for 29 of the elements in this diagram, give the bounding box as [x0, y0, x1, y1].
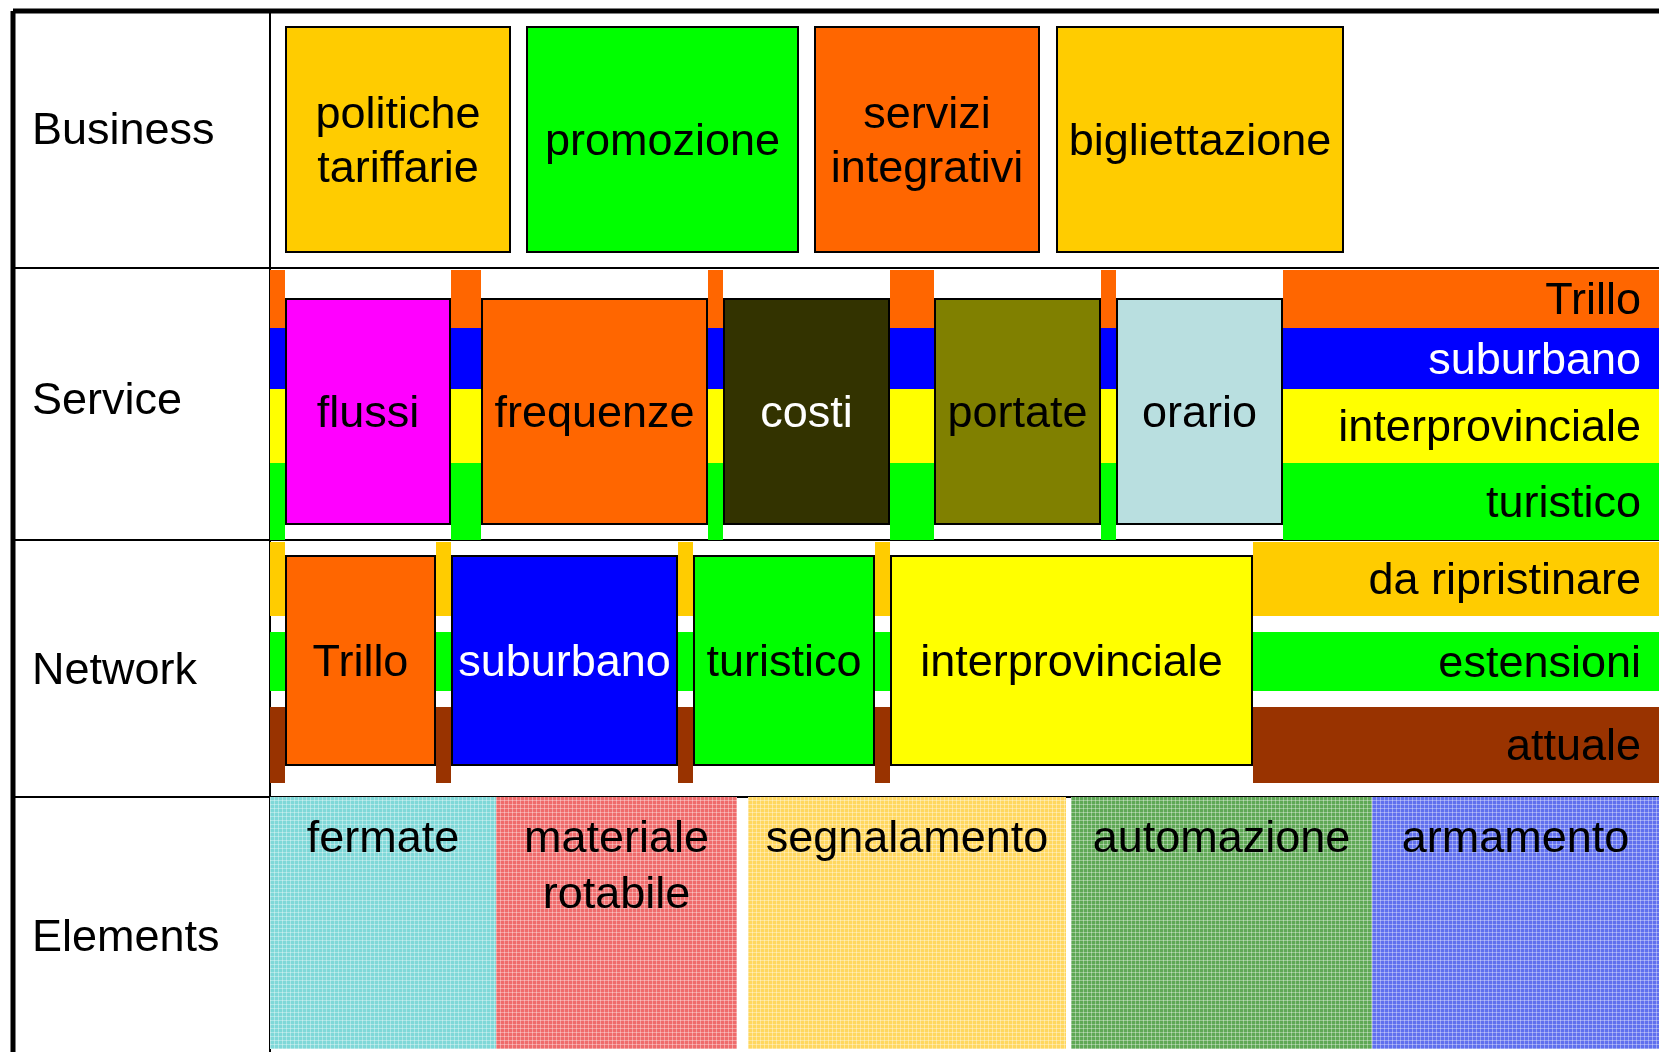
- element-block: materiale rotabile: [496, 797, 737, 1049]
- layer-band: interprovinciale: [1283, 389, 1659, 463]
- category-box: turistico: [693, 555, 875, 766]
- row-heading: Service: [32, 373, 183, 425]
- category-box: interprovinciale: [890, 555, 1253, 766]
- category-box: bigliettazione: [1056, 26, 1344, 253]
- row-heading: Elements: [32, 910, 220, 962]
- category-box: orario: [1116, 298, 1283, 525]
- element-block: segnalamento: [748, 797, 1066, 1049]
- category-box: promozione: [526, 26, 799, 253]
- category-box: flussi: [285, 298, 451, 525]
- element-block: fermate: [270, 797, 496, 1049]
- layer-band: Trillo: [1283, 270, 1659, 328]
- layer-band: estensioni: [1253, 632, 1659, 691]
- row-heading: Business: [32, 103, 215, 155]
- layer-band: turistico: [1283, 463, 1659, 540]
- row-heading: Network: [32, 643, 198, 695]
- category-box: Trillo: [285, 555, 436, 766]
- category-box: servizi integrativi: [814, 26, 1040, 253]
- category-box: portate: [934, 298, 1101, 525]
- layer-band: da ripristinare: [1253, 542, 1659, 616]
- category-box: politiche tariffarie: [285, 26, 511, 253]
- element-block: armamento: [1372, 797, 1659, 1049]
- layer-band: attuale: [1253, 707, 1659, 783]
- category-box: frequenze: [481, 298, 708, 525]
- layer-band: suburbano: [1283, 328, 1659, 389]
- element-block: automazione: [1071, 797, 1372, 1049]
- category-box: suburbano: [451, 555, 678, 766]
- category-box: costi: [723, 298, 890, 525]
